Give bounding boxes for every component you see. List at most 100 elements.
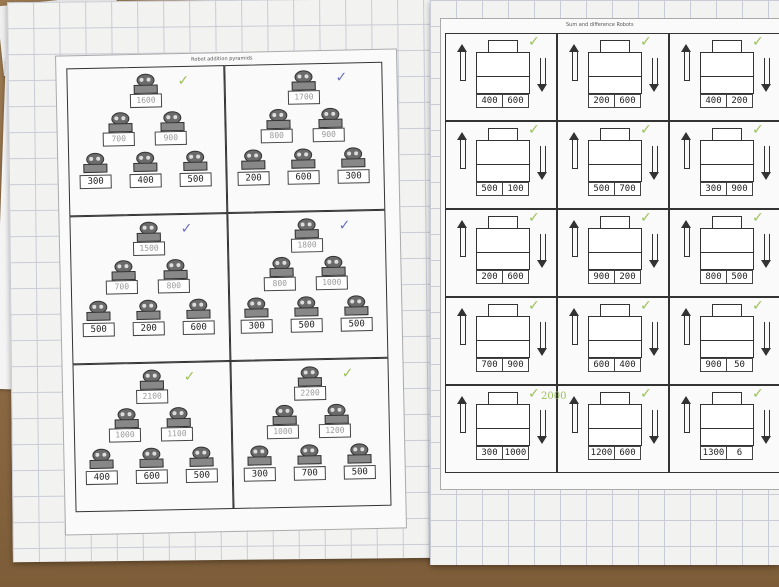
left-arm [684,140,690,169]
robot-lower-box [476,340,530,358]
pyramid-base-value: 600 [183,320,215,335]
pyramid-top-value: 1800 [291,238,323,253]
robot-upper-box [700,52,754,78]
robot-figure [189,446,211,464]
robot-eye [278,409,282,413]
right-arm-arrowhead-icon [537,84,547,92]
pyramid-top-value: 1700 [288,90,320,105]
right-arm [540,410,546,437]
robot-figure [139,447,161,465]
robot-right-value: 6 [726,446,753,460]
robot-eye [124,264,128,268]
pyramid-base-value: 500 [83,322,115,337]
robot-cell: 500100✓ [445,121,557,209]
left-arm-arrowhead-icon [457,44,467,52]
tick-mark: ✓ [177,73,189,89]
tick-mark: ✓ [752,386,764,402]
robot-eye [297,74,301,78]
robot-left-value: 1300 [700,446,727,460]
robot-eye [331,112,335,116]
robot-eye [92,305,96,309]
robot-lower-box [588,428,642,446]
left-arm-arrowhead-icon [457,220,467,228]
robot-eye [304,370,308,374]
robot-eye [247,154,251,158]
robot-upper-box [700,228,754,254]
pyramid-mid-value: 900 [313,128,345,143]
robot-figure [133,74,155,92]
pyramids-worksheet-title: Robot addition pyramids [191,55,252,62]
robot-upper-box [700,404,754,430]
robot-eye [202,451,206,455]
tick-mark: ✓ [528,122,540,138]
tick-mark: ✓ [752,122,764,138]
tick-mark: ✓ [752,210,764,226]
left-arm [460,228,466,257]
left-arm [572,228,578,257]
left-arm [460,404,466,433]
robot-eye [347,151,351,155]
left-arm-arrowhead-icon [569,220,579,228]
left-arm-arrowhead-icon [681,308,691,316]
pyramid-base-value: 400 [130,173,162,188]
robot-lower-box [476,252,530,270]
right-arm [540,146,546,173]
pyramid-mid-value: 800 [158,279,190,294]
robot-eye [117,264,121,268]
right-arm [540,58,546,85]
robot-eye [96,157,100,161]
robot-eye [357,299,361,303]
sum-difference-robot: 500700✓ [558,122,669,209]
tick-mark: ✓ [640,298,652,314]
robot-eye [334,260,338,264]
robot-eye [145,452,149,456]
pyramid-base-value: 500 [186,468,218,483]
robot-body [294,307,318,317]
robot-left-value: 300 [700,182,727,196]
tick-mark: ✓ [528,386,540,402]
robot-eye [139,78,143,82]
robot-body [133,163,157,173]
robot-lower-box [476,76,530,94]
left-arm [684,404,690,433]
robot-figure [108,112,130,130]
robot-eye [166,115,170,119]
pyramid-mid-value: 1000 [109,428,141,443]
robot-right-value: 900 [726,182,753,196]
robots-worksheet-title: Sum and difference Robots [566,22,634,28]
tick-mark: ✓ [528,210,540,226]
robot-lower-box [588,76,642,94]
right-arm [764,146,770,173]
robot-lower-box [588,164,642,182]
robot-eye [169,263,173,267]
tick-mark: ✓ [752,34,764,50]
robot-body [189,457,213,467]
sum-difference-robot: 700900✓ [446,298,557,385]
robot-figure [298,366,320,384]
right-arm [652,322,658,349]
left-arm-arrowhead-icon [569,396,579,404]
robot-figure [347,443,369,461]
robot-left-value: 1200 [588,446,615,460]
robot-eye [297,153,301,157]
robot-left-value: 700 [476,358,503,372]
right-arm-arrowhead-icon [761,172,771,180]
robot-figure [344,295,366,313]
left-arm [572,140,578,169]
robot-eye [330,408,334,412]
pyramid-mid-value: 700 [103,132,135,147]
pyramid-base-value: 200 [133,321,165,336]
pyramid-mid-value: 700 [106,280,138,295]
robot-cell: 400200✓ [669,33,779,121]
robot-cell: 800500✓ [669,209,779,297]
robot-eye [146,374,150,378]
left-arm [572,404,578,433]
robot-figure [133,152,155,170]
right-arm [764,410,770,437]
